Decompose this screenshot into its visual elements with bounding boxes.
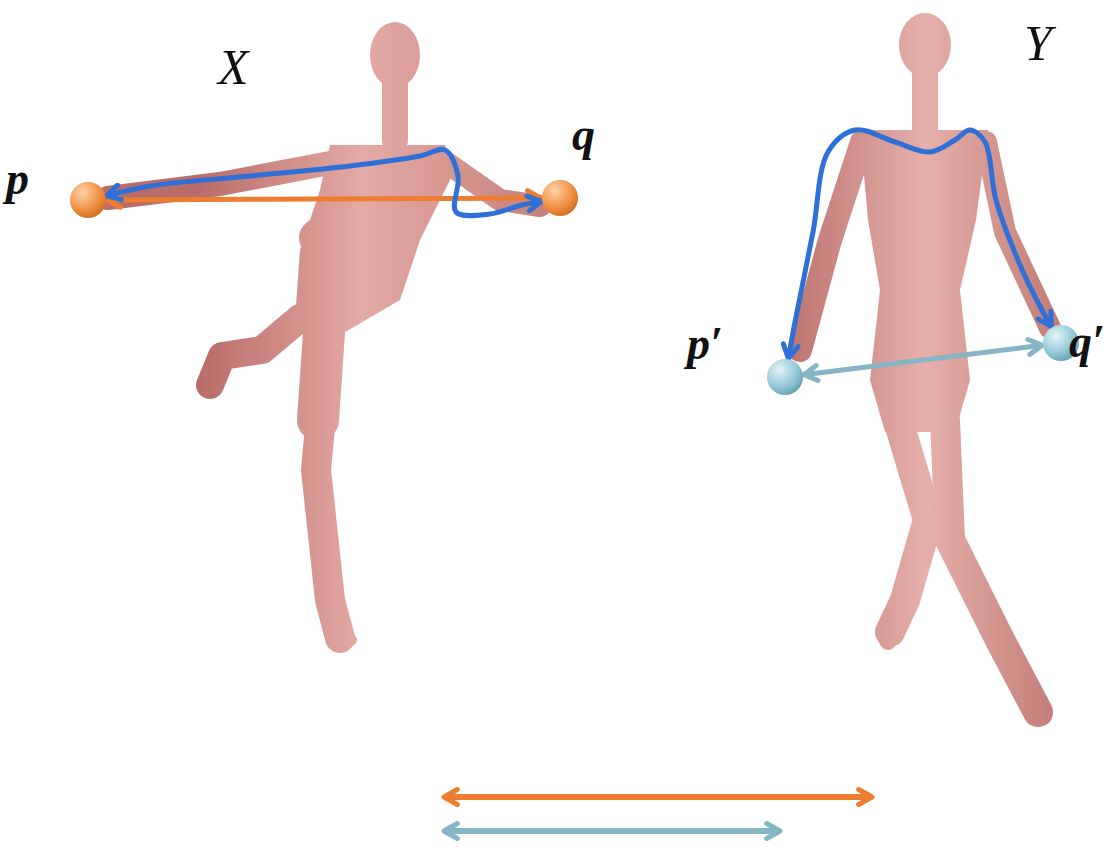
point-label: q′ xyxy=(1069,319,1105,365)
foot xyxy=(1028,706,1052,726)
euclidean-arrow xyxy=(107,198,541,200)
point-marker: q′ xyxy=(1043,325,1079,361)
neck xyxy=(382,80,408,140)
thigh xyxy=(318,318,325,420)
leg xyxy=(210,318,300,385)
shape-label: Y xyxy=(1024,18,1052,68)
point-marker: p xyxy=(70,182,106,218)
leg xyxy=(945,420,1038,712)
geodesic-path xyxy=(107,149,542,215)
point-label: p xyxy=(6,156,29,202)
arm xyxy=(986,142,1050,328)
torso xyxy=(860,130,988,432)
length-arrow xyxy=(444,828,780,834)
geodesic-path xyxy=(788,130,1051,359)
leg xyxy=(890,420,928,632)
point-label: q xyxy=(572,112,595,158)
euclidean-arrow xyxy=(804,345,1042,374)
head xyxy=(370,22,420,88)
neck xyxy=(912,72,938,128)
figure-x xyxy=(108,22,540,648)
point-marker: q xyxy=(542,180,578,216)
length-arrow xyxy=(444,794,872,800)
point-marker: p′ xyxy=(767,359,803,395)
figure-y xyxy=(800,13,1052,726)
point-label: p′ xyxy=(687,321,723,367)
foot xyxy=(329,632,357,648)
head xyxy=(899,13,951,77)
foot xyxy=(878,622,898,650)
chest xyxy=(299,216,351,260)
leg xyxy=(316,318,340,638)
shape-label: X xyxy=(218,42,249,92)
